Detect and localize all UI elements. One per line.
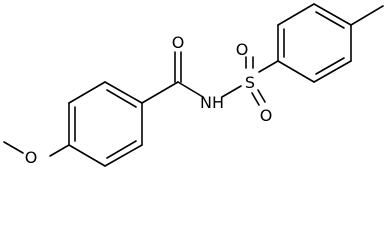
tolyl-methyl-bond (350, 5, 384, 26)
sulfonyl-group: S O O (236, 40, 279, 125)
sulfonyl-bottom-double-bond (251, 92, 260, 106)
ring-a-bond (68, 144, 106, 167)
sulfur-label: S (245, 73, 255, 92)
ring-a-bond (104, 144, 143, 167)
carbonyl-oxygen-label: O (172, 33, 185, 52)
sulfonyl-bottom-double-bond (257, 89, 266, 103)
sulfur-to-ring-bond (258, 60, 279, 73)
ring-a-double-bond (106, 140, 137, 159)
methoxyphenyl-ring (68, 81, 143, 167)
ring-a-bond (68, 81, 106, 104)
ring-b-bond (277, 60, 315, 83)
ring-b-double-bond (315, 57, 345, 75)
ring-b-bond (277, 3, 315, 26)
ring-a-double-bond (106, 89, 137, 108)
carbonyl-to-nitrogen-bond (177, 81, 204, 98)
ring-b-bond (313, 60, 352, 83)
sulfonyl-bottom-oxygen-label: O (260, 106, 273, 125)
ring-b-double-bond (315, 11, 345, 29)
methyl-bond (3, 141, 24, 154)
nitrogen-to-sulfur-bond (221, 85, 242, 98)
ring-b-bond (313, 3, 352, 26)
amide-nitrogen-label: NH (200, 93, 224, 112)
amide-group: O NH (141, 33, 242, 112)
structure-svg: O O NH S O O (3, 3, 384, 167)
methoxy-group: O (3, 141, 70, 167)
methoxy-oxygen-label: O (25, 148, 38, 167)
molecule-diagram: O O NH S O O (3, 3, 384, 167)
ring-a-bond (104, 81, 143, 104)
methoxy-bond (49, 144, 70, 157)
sulfonyl-top-oxygen-label: O (236, 40, 249, 59)
ring-to-carbonyl-bond (141, 81, 179, 104)
tolyl-ring (277, 3, 384, 83)
